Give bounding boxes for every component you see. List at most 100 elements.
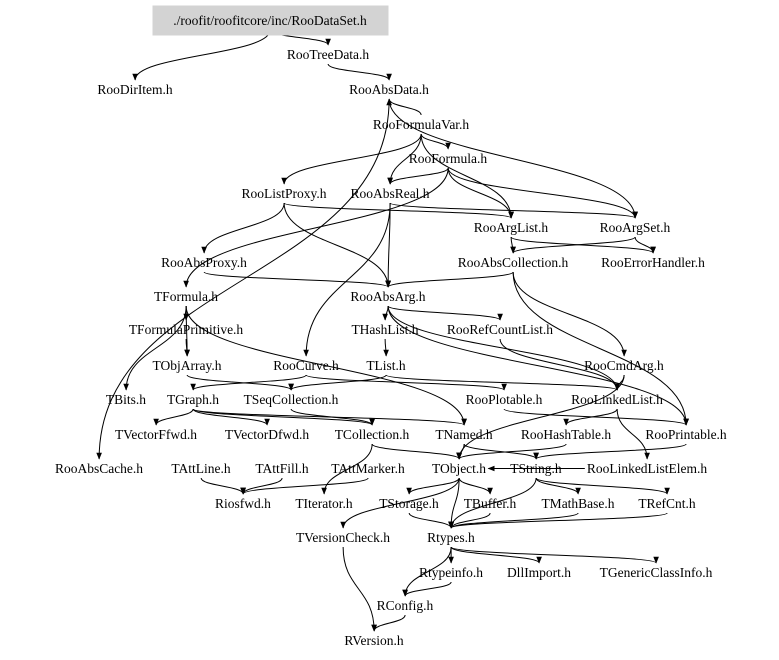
node-tattfill[interactable]: TAttFill.h bbox=[255, 461, 309, 476]
node-rtypes[interactable]: Rtypes.h bbox=[427, 530, 475, 545]
node-roolistproxy[interactable]: RooListProxy.h bbox=[241, 186, 326, 201]
node-label: RooPrintable.h bbox=[645, 427, 727, 442]
node-root[interactable]: ./roofit/roofitcore/inc/RooDataSet.h bbox=[152, 5, 389, 36]
edge-rooabsproxy-to-rooabsarg bbox=[203, 271, 391, 288]
node-tattline[interactable]: TAttLine.h bbox=[171, 461, 231, 476]
edge-rooplotable-to-rooprintable bbox=[503, 408, 689, 426]
node-tformula[interactable]: TFormula.h bbox=[154, 289, 218, 304]
edge-roocurve-to-rooplotable bbox=[305, 374, 507, 391]
node-rooprintable[interactable]: RooPrintable.h bbox=[645, 427, 727, 442]
node-tattmarker[interactable]: TAttMarker.h bbox=[331, 461, 405, 476]
node-roocmdarg[interactable]: RooCmdArg.h bbox=[584, 358, 664, 373]
node-tseqcollection[interactable]: TSeqCollection.h bbox=[244, 392, 339, 407]
node-tlist[interactable]: TList.h bbox=[366, 358, 406, 373]
node-tbits[interactable]: TBits.h bbox=[106, 392, 146, 407]
node-rooformulavar[interactable]: RooFormulaVar.h bbox=[373, 117, 470, 132]
node-label: RooArgList.h bbox=[474, 220, 549, 235]
node-rooabscollection[interactable]: RooAbsCollection.h bbox=[458, 255, 569, 270]
node-rooformula[interactable]: RooFormula.h bbox=[409, 151, 488, 166]
node-tstring[interactable]: TString.h bbox=[510, 461, 562, 476]
node-thashlist[interactable]: THashList.h bbox=[351, 322, 418, 337]
edge-rooabsreal-to-roocurve bbox=[303, 202, 391, 357]
node-rooargset[interactable]: RooArgSet.h bbox=[600, 220, 671, 235]
node-roolinkedlistelem[interactable]: RooLinkedListElem.h bbox=[587, 461, 708, 476]
edge-rooabsarg-to-rooprintable bbox=[387, 305, 689, 426]
node-rooabsproxy[interactable]: RooAbsProxy.h bbox=[161, 255, 247, 270]
edge-tlist-to-roolinkedlist bbox=[385, 374, 620, 391]
node-tversioncheck[interactable]: TVersionCheck.h bbox=[296, 530, 390, 545]
node-roohashtable[interactable]: RooHashTable.h bbox=[521, 427, 611, 442]
node-tgraph[interactable]: TGraph.h bbox=[167, 392, 219, 407]
node-label: TAttMarker.h bbox=[331, 461, 405, 476]
node-tbuffer[interactable]: TBuffer.h bbox=[464, 496, 517, 511]
node-label: RooLinkedListElem.h bbox=[587, 461, 708, 476]
node-titerator[interactable]: TIterator.h bbox=[295, 496, 353, 511]
node-tstorage[interactable]: TStorage.h bbox=[379, 496, 439, 511]
edge-rooformulavar-to-roolistproxy bbox=[281, 133, 422, 185]
edge-rooformula-to-tformula bbox=[183, 167, 449, 288]
node-tcollection[interactable]: TCollection.h bbox=[335, 427, 410, 442]
node-label: RooRefCountList.h bbox=[447, 322, 553, 337]
node-roorefcountlist[interactable]: RooRefCountList.h bbox=[447, 322, 553, 337]
node-label: TVectorDfwd.h bbox=[225, 427, 310, 442]
node-label: RooArgSet.h bbox=[600, 220, 671, 235]
node-rooabsarg[interactable]: RooAbsArg.h bbox=[350, 289, 425, 304]
node-rooplotable[interactable]: RooPlotable.h bbox=[466, 392, 543, 407]
node-tgenericclassinfo[interactable]: TGenericClassInfo.h bbox=[600, 565, 713, 580]
node-layer: ./roofit/roofitcore/inc/RooDataSet.h Roo… bbox=[55, 5, 727, 648]
edge-rooargset-to-rooerrorhandler bbox=[634, 236, 656, 254]
node-tnamed[interactable]: TNamed.h bbox=[435, 427, 493, 442]
node-rooarglist[interactable]: RooArgList.h bbox=[474, 220, 549, 235]
node-rootreedata[interactable]: RooTreeData.h bbox=[287, 47, 370, 62]
node-rooabscache[interactable]: RooAbsCache.h bbox=[55, 461, 143, 476]
node-rooerrorhandler[interactable]: RooErrorHandler.h bbox=[601, 255, 705, 270]
node-label: TAttFill.h bbox=[255, 461, 309, 476]
node-tformulaprimitive[interactable]: TFormulaPrimitive.h bbox=[129, 322, 244, 337]
node-tmathbase[interactable]: TMathBase.h bbox=[541, 496, 614, 511]
node-trefcnt[interactable]: TRefCnt.h bbox=[638, 496, 696, 511]
node-rooabsdata[interactable]: RooAbsData.h bbox=[349, 82, 429, 97]
node-label: TList.h bbox=[366, 358, 406, 373]
node-rtypeinfo[interactable]: Rtypeinfo.h bbox=[419, 565, 483, 580]
node-dllimport[interactable]: DllImport.h bbox=[507, 565, 571, 580]
edge-rtypeinfo-to-rconfig bbox=[402, 581, 452, 597]
node-tobject[interactable]: TObject.h bbox=[432, 461, 486, 476]
edge-thashlist-to-tlist bbox=[383, 338, 389, 357]
node-label: TGraph.h bbox=[167, 392, 219, 407]
node-rooabsreal[interactable]: RooAbsReal.h bbox=[350, 186, 429, 201]
node-label: RooListProxy.h bbox=[241, 186, 326, 201]
node-tvectorffwd[interactable]: TVectorFfwd.h bbox=[115, 427, 197, 442]
node-roodiritem[interactable]: RooDirItem.h bbox=[97, 82, 173, 97]
node-roolinkedlist[interactable]: RooLinkedList.h bbox=[571, 392, 663, 407]
node-roocurve[interactable]: RooCurve.h bbox=[273, 358, 339, 373]
edge-rooformulavar-to-rooarglist bbox=[420, 133, 514, 219]
edge-rooabscollection-to-roocmdarg bbox=[512, 271, 627, 357]
edge-rooformula-to-rooarglist bbox=[447, 167, 514, 219]
edge-rooabsarg-to-roorefcountlist bbox=[387, 305, 503, 321]
node-label: TObject.h bbox=[432, 461, 486, 476]
node-label: ./roofit/roofitcore/inc/RooDataSet.h bbox=[173, 13, 367, 28]
node-label: TBuffer.h bbox=[464, 496, 517, 511]
node-tvectordfwd[interactable]: TVectorDfwd.h bbox=[225, 427, 310, 442]
node-label: TIterator.h bbox=[295, 496, 353, 511]
edge-rooformulavar-to-rooformula bbox=[420, 133, 451, 150]
edge-tformulaprimitive-to-tobjarray bbox=[184, 338, 190, 357]
node-rconfig[interactable]: RConfig.h bbox=[377, 598, 434, 613]
edge-roolinkedlist-to-roolinkedlistelem bbox=[616, 408, 650, 460]
node-label: DllImport.h bbox=[507, 565, 571, 580]
edge-roolistproxy-to-rooabsproxy bbox=[201, 202, 285, 254]
edge-tstring-to-tmathbase bbox=[535, 477, 581, 495]
node-label: TRefCnt.h bbox=[638, 496, 696, 511]
node-label: RooErrorHandler.h bbox=[601, 255, 705, 270]
edge-roocmdarg-to-tobject bbox=[456, 374, 625, 460]
edge-rtypes-to-rconfig bbox=[402, 546, 452, 597]
edge-tgraph-to-tvectorffwd bbox=[153, 408, 194, 426]
node-tobjarray[interactable]: TObjArray.h bbox=[153, 358, 222, 373]
node-riosfwd[interactable]: Riosfwd.h bbox=[215, 496, 271, 511]
edge-rooabsarg-to-thashlist bbox=[382, 305, 389, 321]
root-highlight-box bbox=[152, 5, 389, 36]
edge-tcollection-to-titerator bbox=[321, 443, 373, 495]
edge-roocurve-to-tgraph bbox=[190, 374, 307, 391]
node-rversion[interactable]: RVersion.h bbox=[344, 633, 404, 648]
